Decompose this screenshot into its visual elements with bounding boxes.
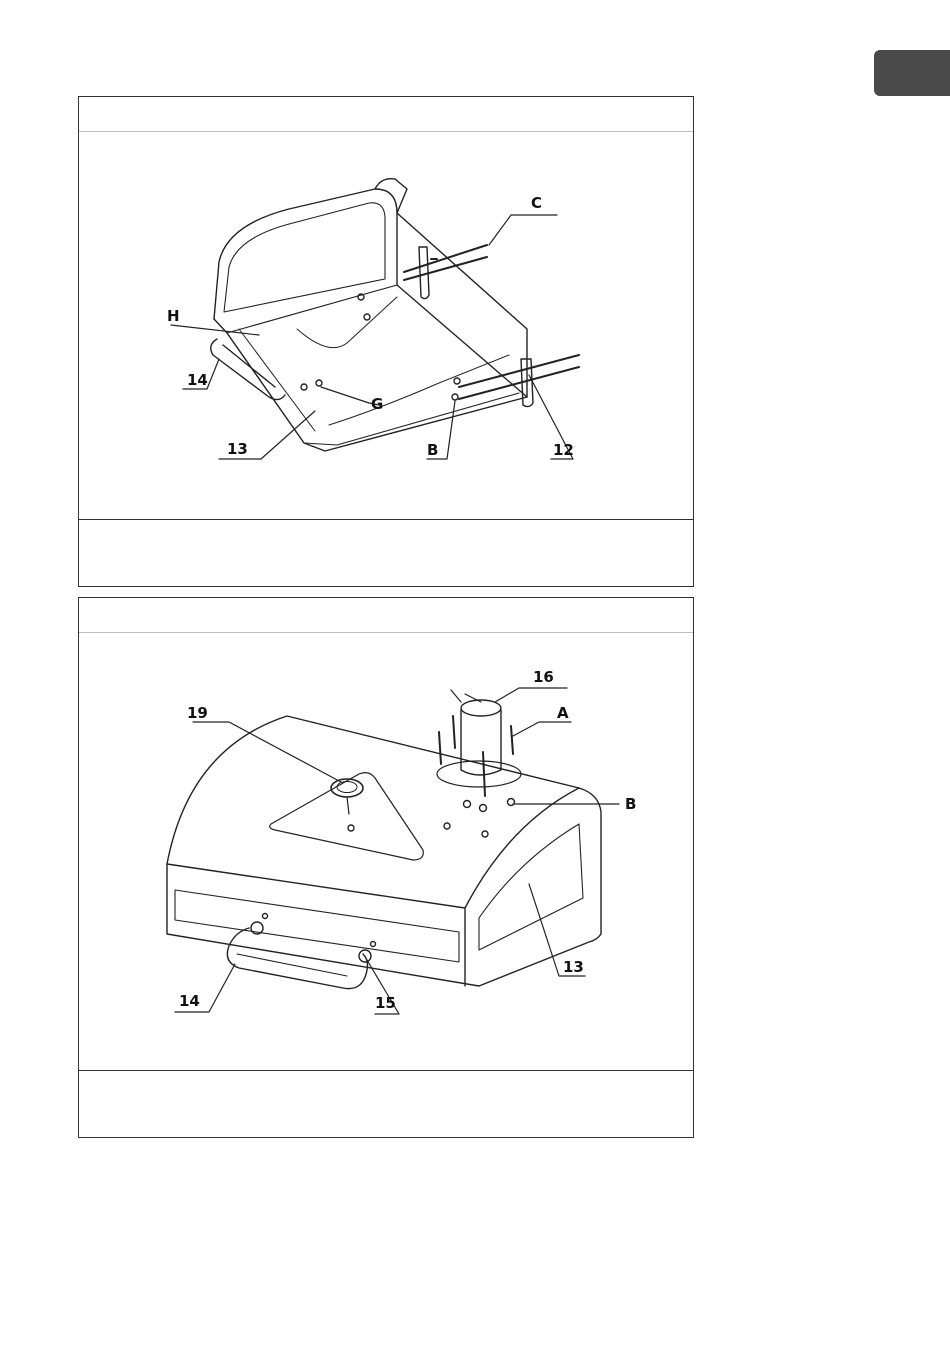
oven-top xyxy=(167,716,601,986)
language-tab xyxy=(874,50,950,96)
figure-2-footer xyxy=(79,1070,693,1137)
callout-12: 12 xyxy=(553,441,574,459)
callout-g: G xyxy=(371,395,383,413)
chimney-flange xyxy=(437,761,521,787)
oven-right-side xyxy=(397,213,527,397)
assembly-figure-1: C H 14 G 13 B 12 xyxy=(78,96,694,587)
callout-h: H xyxy=(167,307,180,325)
leader-16 xyxy=(495,688,567,702)
oven-top-edge xyxy=(375,179,407,213)
figure-2-drawing: 16 19 A B 13 14 15 xyxy=(79,598,693,1137)
screws-c xyxy=(404,245,487,280)
oven-inner-trough xyxy=(297,297,509,425)
oven-rear-panel xyxy=(214,189,397,319)
callout-15: 15 xyxy=(375,994,396,1012)
leader-h xyxy=(171,325,259,335)
oven-floor-front xyxy=(227,285,519,445)
callout-c: C xyxy=(531,194,542,212)
callout-13: 13 xyxy=(563,958,584,976)
assembly-figure-2: 16 19 A B 13 14 15 xyxy=(78,597,694,1138)
leader-a xyxy=(513,722,571,736)
callout-a: A xyxy=(557,704,569,722)
leader-c xyxy=(489,215,557,245)
callout-b: B xyxy=(625,795,636,813)
callout-14: 14 xyxy=(179,992,200,1010)
oven-front-edge xyxy=(167,788,579,986)
oven-side-inset xyxy=(479,824,583,950)
leader-19 xyxy=(193,722,341,782)
handle-14 xyxy=(227,928,367,989)
figure-1-footer xyxy=(79,519,693,586)
callout-14: 14 xyxy=(187,371,208,389)
vent-plate xyxy=(270,773,424,860)
oven-bottom xyxy=(214,319,527,451)
screws-lower xyxy=(459,355,579,399)
callout-19: 19 xyxy=(187,704,208,722)
chimney-16 xyxy=(461,710,501,775)
callout-b: B xyxy=(427,441,438,459)
handle-14 xyxy=(211,339,285,400)
callout-13: 13 xyxy=(227,440,248,458)
figure-1-drawing: C H 14 G 13 B 12 xyxy=(79,97,693,586)
callout-16: 16 xyxy=(533,668,554,686)
